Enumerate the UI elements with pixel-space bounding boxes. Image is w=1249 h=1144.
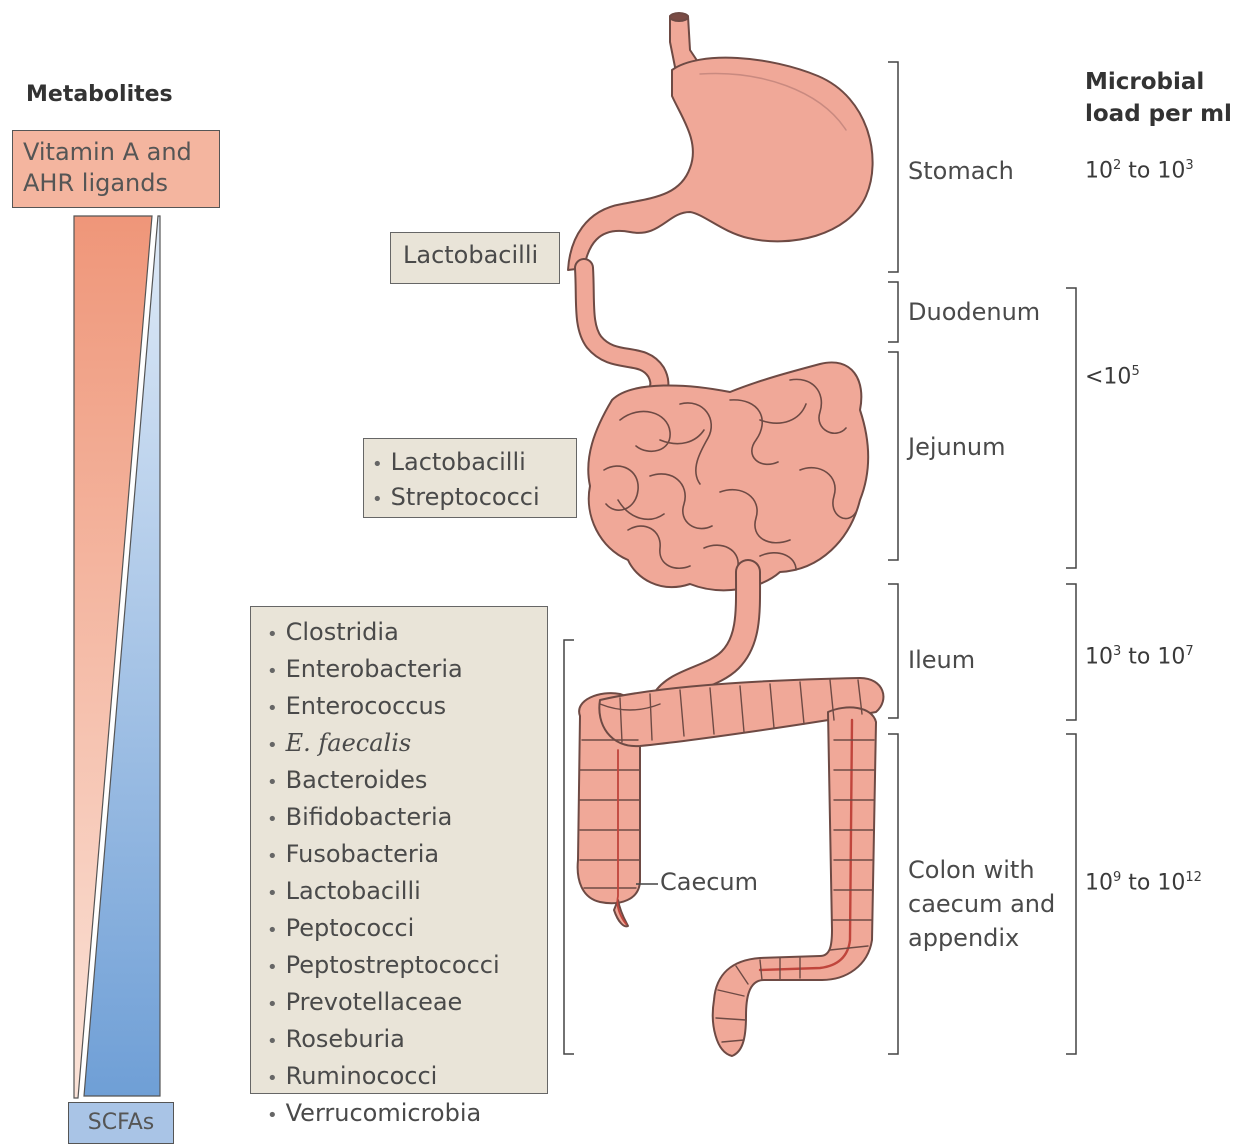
colon-bacteria-bracket xyxy=(564,640,574,1054)
metabolites-heading: Metabolites xyxy=(26,82,173,107)
region-duodenum-label: Duodenum xyxy=(908,295,1040,329)
small-intestine-bacteria-box: Lactobacilli Streptococci xyxy=(363,438,577,518)
duodenum-bracket xyxy=(888,282,898,342)
load-stomach: 102 to 103 xyxy=(1085,158,1194,183)
list-item: Lactobacilli xyxy=(267,874,547,911)
list-item: Peptostreptococci xyxy=(267,948,547,985)
load-upper-small-intestine: <105 xyxy=(1085,364,1140,389)
list-item: Peptococci xyxy=(267,911,547,948)
list-item: Bacteroides xyxy=(267,763,547,800)
microbial-load-heading: Microbial load per ml xyxy=(1085,66,1232,130)
ileum-bracket xyxy=(888,584,898,718)
region-stomach-label: Stomach xyxy=(908,154,1014,188)
region-ileum-label: Ileum xyxy=(908,643,975,677)
esophagus-opening xyxy=(670,13,688,21)
vitamin-a-ahr-label: Vitamin A and AHR ligands xyxy=(23,137,213,199)
list-item: Roseburia xyxy=(267,1022,547,1059)
ileum-load-bracket xyxy=(1066,584,1076,720)
load-colon: 109 to 1012 xyxy=(1085,870,1202,895)
small-intestine-load-bracket xyxy=(1066,288,1076,568)
stomach-bracket xyxy=(888,62,898,272)
list-item: Fusobacteria xyxy=(267,837,547,874)
scfa-box: SCFAs xyxy=(68,1102,174,1144)
colon-bacteria-box: Clostridia Enterobacteria Enterococcus E… xyxy=(250,606,548,1094)
load-ileum: 103 to 107 xyxy=(1085,644,1194,669)
stomach-bacteria-box: Lactobacilli xyxy=(390,232,560,284)
list-item: E. faecalis xyxy=(267,726,547,763)
list-item: Enterococcus xyxy=(267,689,547,726)
list-item: Clostridia xyxy=(267,615,547,652)
scfa-label: SCFAs xyxy=(88,1110,154,1135)
list-item: Enterobacteria xyxy=(267,652,547,689)
jejunum-bracket xyxy=(888,352,898,560)
region-brackets xyxy=(888,62,898,1054)
list-item: Prevotellaceae xyxy=(267,985,547,1022)
list-item: Bifidobacteria xyxy=(267,800,547,837)
caecum-label: Caecum xyxy=(660,868,758,896)
small-intestine xyxy=(588,362,868,590)
stomach xyxy=(568,58,873,270)
region-colon-label: Colon with caecum and appendix xyxy=(908,853,1076,955)
list-item: Ruminococci xyxy=(267,1059,547,1096)
list-item: Lactobacilli xyxy=(372,446,568,481)
colon-bracket xyxy=(888,734,898,1054)
gi-tract-illustration xyxy=(568,13,883,1056)
list-item: Verrucomicrobia xyxy=(267,1096,547,1133)
stomach-bacteria-label: Lactobacilli xyxy=(403,241,538,269)
region-jejunum-label: Jejunum xyxy=(908,430,1006,464)
list-item: Streptococci xyxy=(372,481,568,516)
vitamin-a-ahr-box: Vitamin A and AHR ligands xyxy=(12,130,220,208)
